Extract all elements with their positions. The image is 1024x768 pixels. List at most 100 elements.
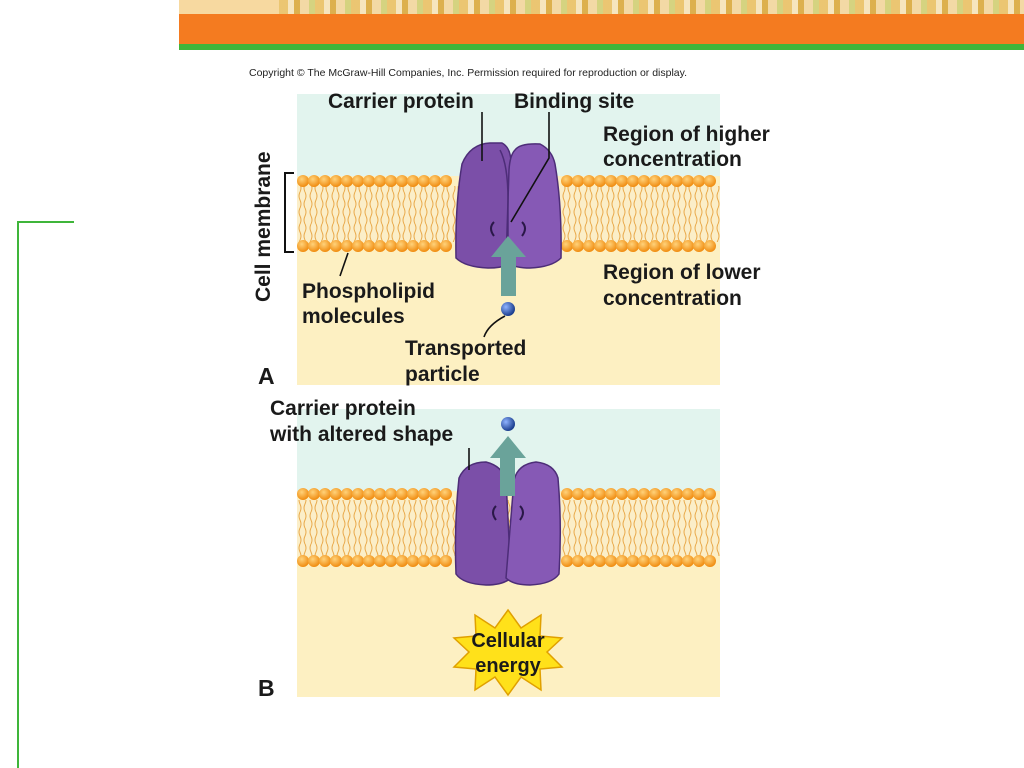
phospholipid-head: [693, 175, 705, 187]
phospholipid-heads-b: [297, 488, 716, 567]
particle-leader: [483, 315, 506, 338]
phospholipid-head: [583, 240, 595, 252]
phospholipid-head: [605, 555, 617, 567]
phospholipid-head: [693, 240, 705, 252]
phospholipid-head: [704, 488, 716, 500]
phospholipid-head: [561, 240, 573, 252]
phospholipid-head: [407, 240, 419, 252]
transported-particle-a: [501, 302, 515, 316]
panel-label-a: A: [258, 363, 275, 389]
phospholipid-head: [385, 555, 397, 567]
phospholipid-head: [418, 175, 430, 187]
label-energy-1: Cellular: [471, 630, 545, 652]
phospholipid-head: [407, 175, 419, 187]
phospholipid-head: [660, 555, 672, 567]
label-cell-membrane: Cell membrane: [252, 151, 275, 302]
label-region-lower-2: concentration: [603, 287, 742, 310]
phospholipid-head: [649, 240, 661, 252]
label-phospholipid-1: Phospholipid: [302, 280, 435, 303]
phospholipid-head: [352, 240, 364, 252]
phospholipid-head: [418, 488, 430, 500]
phospholipid-head: [418, 555, 430, 567]
phospholipid-head: [330, 555, 342, 567]
phospholipid-head: [319, 488, 331, 500]
phospholipid-head: [396, 555, 408, 567]
phospholipid-head: [616, 488, 628, 500]
phospholipid-head: [341, 488, 353, 500]
phospholipid-head: [561, 175, 573, 187]
phospholipid-head: [627, 240, 639, 252]
phospholipid-head: [660, 488, 672, 500]
phospholipid-head: [440, 175, 452, 187]
phospholipid-head: [627, 488, 639, 500]
phospholipid-head: [638, 488, 650, 500]
phospholipid-head: [385, 175, 397, 187]
phospholipid-head: [308, 240, 320, 252]
phospholipid-head: [330, 488, 342, 500]
label-region-lower-1: Region of lower: [603, 261, 761, 284]
top-banner: [179, 0, 1024, 44]
phospholipid-heads-a: [297, 175, 716, 252]
phospholipid-head: [704, 555, 716, 567]
phospholipid-head: [572, 488, 584, 500]
phospholipid-head: [374, 555, 386, 567]
phospholipid-head: [561, 555, 573, 567]
side-decoration-line: [17, 221, 19, 768]
phospholipid-head: [297, 555, 309, 567]
phospholipid-head: [704, 240, 716, 252]
phospholipid-head: [418, 240, 430, 252]
phospholipid-head: [385, 240, 397, 252]
phospholipid-head: [297, 240, 309, 252]
phospholipid-head: [308, 175, 320, 187]
phospholipid-head: [616, 240, 628, 252]
phospholipid-head: [341, 240, 353, 252]
binding-site-b: [492, 505, 524, 521]
label-region-higher-2: concentration: [603, 148, 742, 171]
label-altered-2: with altered shape: [269, 423, 453, 446]
phospholipid-head: [594, 488, 606, 500]
phospholipid-head: [671, 488, 683, 500]
phospholipid-head: [693, 555, 705, 567]
phospholipid-head: [638, 175, 650, 187]
label-region-higher-1: Region of higher: [603, 123, 770, 146]
phospholipid-head: [330, 240, 342, 252]
phospholipid-head: [352, 175, 364, 187]
label-binding-site: Binding site: [514, 90, 634, 113]
phospholipid-head: [363, 240, 375, 252]
phospholipid-head: [660, 240, 672, 252]
transported-particle-b: [501, 417, 515, 431]
phospholipid-head: [682, 240, 694, 252]
phospholipid-head: [352, 488, 364, 500]
phospholipid-head: [605, 175, 617, 187]
binding-site-a: [490, 221, 526, 237]
phospholipid-head: [627, 175, 639, 187]
phospholipid-head: [396, 175, 408, 187]
phospholipid-head: [407, 488, 419, 500]
label-transported-1: Transported: [405, 337, 526, 360]
cellular-energy-star: [452, 608, 564, 697]
phospholipid-head: [693, 488, 705, 500]
phospholipid-head: [682, 488, 694, 500]
phospholipid-head: [429, 555, 441, 567]
phospholipid-head: [594, 175, 606, 187]
phospholipid-head: [561, 488, 573, 500]
phospholipid-head: [407, 555, 419, 567]
phospholipid-head: [671, 240, 683, 252]
label-phospholipid-2: molecules: [302, 305, 405, 328]
phospholipid-head: [429, 240, 441, 252]
phospholipid-leader: [339, 252, 349, 277]
phospholipid-head: [605, 240, 617, 252]
carrier-protein-b: [454, 461, 562, 586]
panel-a: Carrier protein Binding site Region of h…: [252, 90, 770, 389]
phospholipid-head: [429, 175, 441, 187]
phospholipid-head: [649, 488, 661, 500]
phospholipid-head: [682, 555, 694, 567]
phospholipid-head: [374, 488, 386, 500]
phospholipid-head: [374, 175, 386, 187]
phospholipid-head: [671, 555, 683, 567]
phospholipid-head: [429, 488, 441, 500]
phospholipid-head: [572, 240, 584, 252]
carrier-protein-a: [455, 142, 562, 269]
phospholipid-head: [616, 175, 628, 187]
